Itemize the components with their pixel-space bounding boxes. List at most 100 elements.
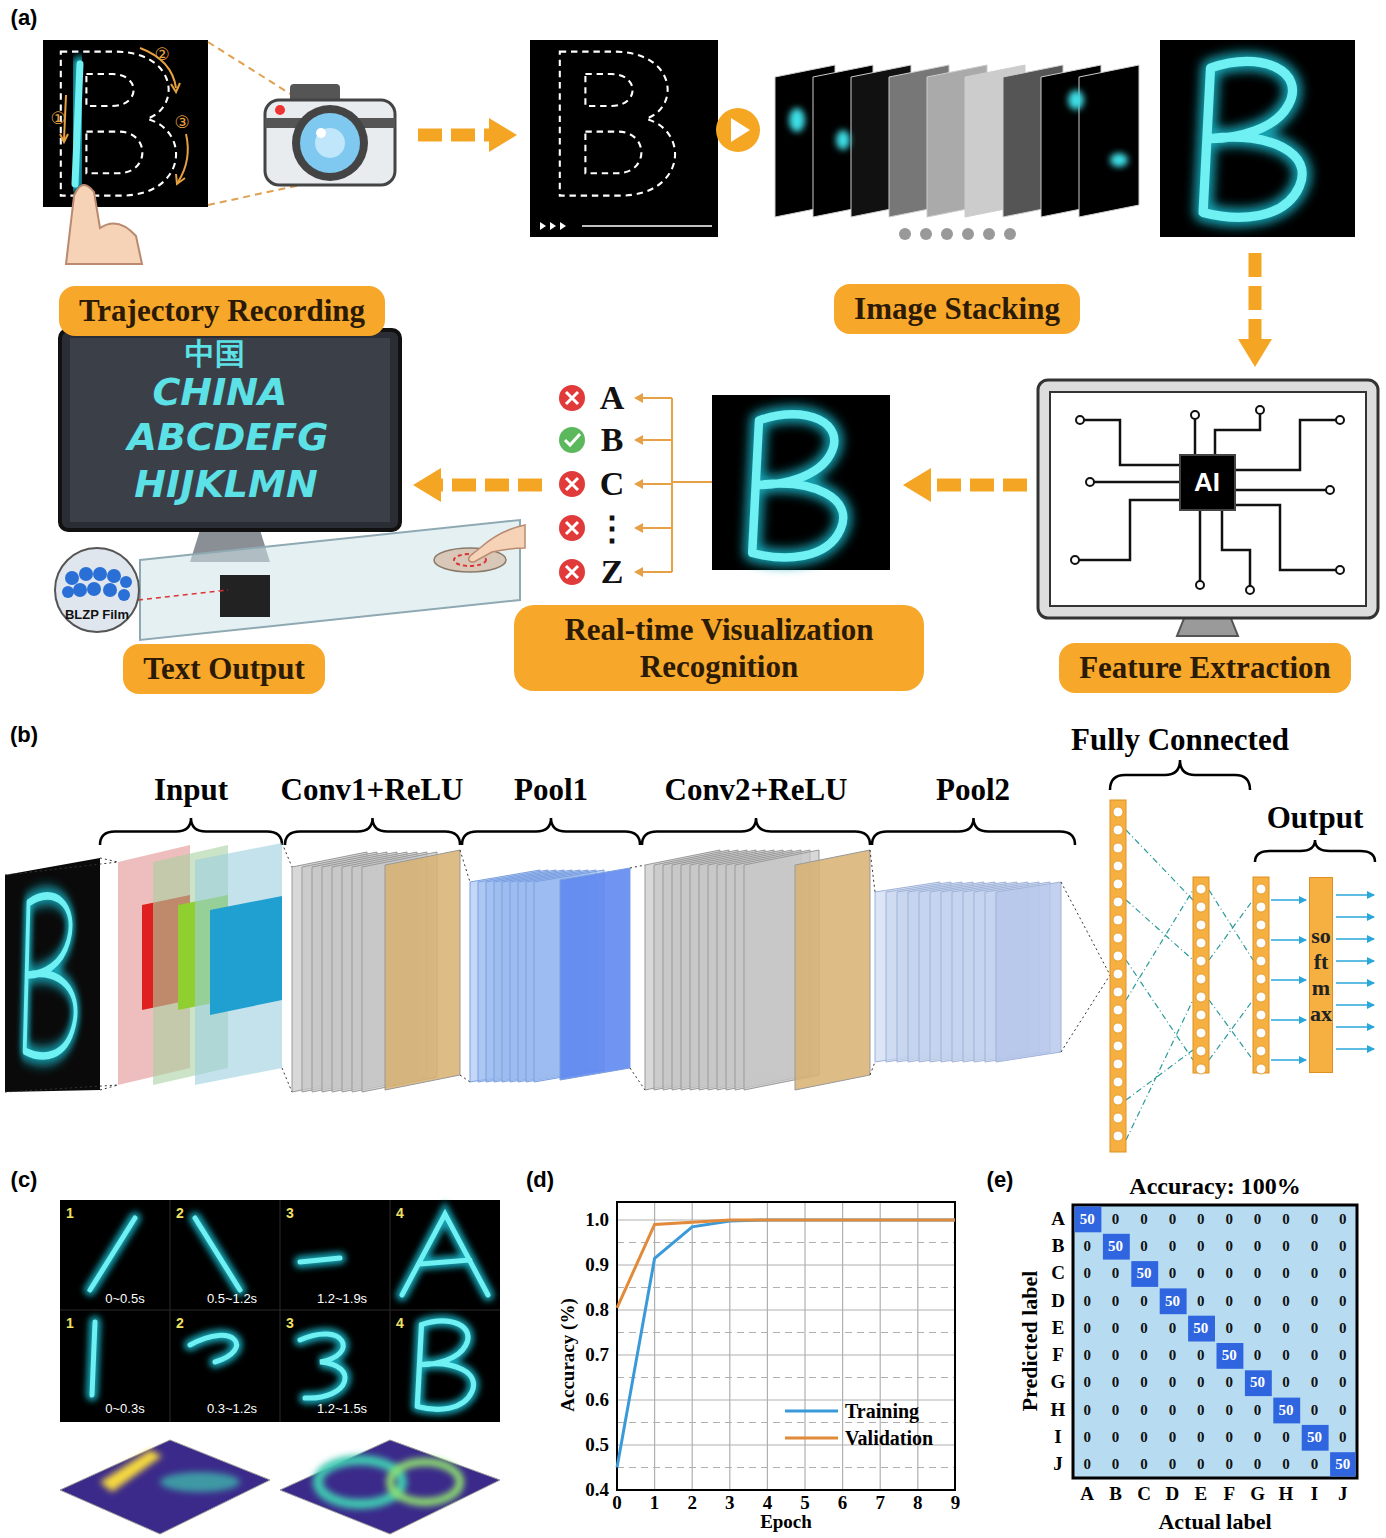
matrix-cell: 0 (1083, 1347, 1091, 1364)
layer-name: Input (154, 772, 228, 808)
matrix-cell: 0 (1083, 1401, 1091, 1418)
video-frame (560, 52, 675, 196)
pool2-stack (996, 882, 1061, 1062)
accuracy-chart (617, 1309, 955, 1310)
fully-connected-layers (1110, 800, 1374, 1152)
matrix-cell: 0 (1282, 1456, 1290, 1473)
matrix-cell: 0 (1140, 1374, 1148, 1391)
fully-connected-layers (1113, 807, 1266, 1141)
fully-connected-layers (1113, 897, 1123, 907)
layer-name: Fully Connected (1071, 722, 1289, 758)
ai-monitor (1235, 420, 1340, 470)
fully-connected-layers (1271, 939, 1306, 941)
layer-name: Pool1 (514, 772, 588, 808)
fully-connected-layers (1126, 960, 1193, 1060)
result-icons (559, 471, 585, 497)
matrix-cell: 50 (1137, 1265, 1152, 1282)
fully-connected-layers (1336, 1048, 1374, 1050)
matrix-cell: 0 (1254, 1429, 1262, 1446)
softmax-box: softmax (1309, 877, 1333, 1073)
result-bracket (640, 571, 672, 573)
matrix-cell: 0 (1339, 1319, 1347, 1336)
matrix-cell: 0 (1083, 1374, 1091, 1391)
stroke-sequence (170, 1200, 171, 1422)
confusion-matrix (1103, 1234, 1130, 1260)
fully-connected-layers (1113, 1131, 1123, 1141)
result-bracket (640, 483, 672, 485)
fully-connected-layers (1209, 1000, 1253, 1060)
axis-tick: B (1052, 1235, 1065, 1257)
matrix-cell: 0 (1112, 1456, 1120, 1473)
trajectory-image (75, 64, 80, 184)
surface-plots (60, 1440, 270, 1534)
trajectory-image (61, 52, 176, 196)
arrow-head (489, 118, 517, 152)
film-inset (93, 567, 107, 581)
ai-monitor (1191, 411, 1199, 419)
accuracy-chart (804, 1202, 805, 1490)
ai-monitor (1050, 392, 1366, 606)
arrow-head (903, 468, 931, 502)
recognized-image (712, 395, 890, 570)
matrix-cell: 0 (1169, 1265, 1177, 1282)
result-bracket (640, 439, 672, 441)
fully-connected-layers (1196, 920, 1206, 930)
matrix-cell: 0 (1112, 1401, 1120, 1418)
ai-monitor (1071, 406, 1344, 594)
stroke-sequence (390, 1200, 391, 1422)
matrix-cell: 0 (1339, 1292, 1347, 1309)
matrix-cell: 50 (1108, 1237, 1123, 1254)
axis-tick: 3 (725, 1492, 735, 1514)
trajectory-image (43, 40, 208, 207)
step-number: ① (50, 108, 65, 128)
accuracy-chart (617, 1467, 955, 1468)
projection-lines (282, 843, 292, 867)
matrix-cell: 0 (1140, 1237, 1148, 1254)
frame-number: 3 (286, 1315, 294, 1331)
screen-text: HIJKLMN (134, 462, 317, 506)
matrix-cell: 0 (1339, 1237, 1347, 1254)
stroke-sequence (190, 1335, 237, 1362)
film-inset (55, 548, 139, 632)
matrix-cell: 50 (1165, 1292, 1180, 1309)
flow-arrow (418, 129, 491, 142)
matrix-cell: 0 (1083, 1265, 1091, 1282)
stroke-sequence (300, 1258, 340, 1262)
stacked-image (1203, 61, 1302, 217)
legend-text: Training (845, 1400, 919, 1423)
axis-tick: 6 (838, 1492, 848, 1514)
fully-connected-layers (1271, 1059, 1306, 1061)
axis-tick: 8 (913, 1492, 923, 1514)
axis-tick: 0 (612, 1492, 622, 1514)
matrix-cell: 0 (1311, 1401, 1319, 1418)
fully-connected-layers (1113, 825, 1123, 835)
matrix-cell: 0 (1169, 1374, 1177, 1391)
fully-connected-layers (1256, 974, 1266, 984)
stroke-sequence (195, 1218, 240, 1290)
accuracy-chart (617, 1243, 955, 1468)
candidate-letter: B (601, 421, 624, 459)
matrix-cell: 0 (1140, 1429, 1148, 1446)
frame-number: 3 (286, 1205, 294, 1221)
stroke-sequence (60, 1310, 500, 1311)
frame-spots (789, 90, 1128, 167)
camera-icon (208, 42, 395, 205)
trajectory-image (61, 52, 176, 196)
matrix-cell: 0 (1311, 1319, 1319, 1336)
surface-plots (390, 1462, 460, 1502)
braces (100, 760, 1375, 862)
ai-monitor (1246, 586, 1254, 594)
matrix-cell: 0 (1140, 1210, 1148, 1227)
step-label: Real-time Visualization Recognition (514, 605, 924, 691)
panel-label: (a) (11, 5, 38, 31)
ai-monitor (1215, 410, 1260, 455)
ai-monitor (1326, 486, 1334, 494)
stroke-sequence (190, 1335, 237, 1362)
matrix-cell: 0 (1112, 1347, 1120, 1364)
axis-title: Actual label (1158, 1509, 1271, 1535)
matrix-cell: 0 (1169, 1319, 1177, 1336)
fully-connected-layers (1256, 938, 1266, 948)
fully-connected-layers (1256, 884, 1266, 894)
surface-plots (60, 1440, 500, 1534)
camera-icon (265, 100, 395, 185)
